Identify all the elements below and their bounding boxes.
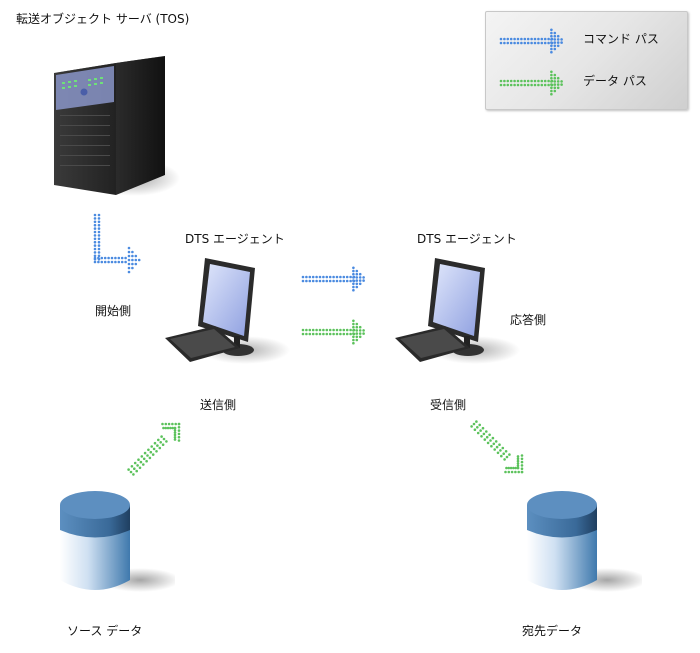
- data-path-arrow-sender-to-receiver: [300, 315, 380, 349]
- source-data-label: ソース データ: [67, 624, 143, 638]
- source-database-icon: [55, 485, 175, 605]
- sender-agent-title: DTS エージェント: [185, 232, 285, 246]
- initiator-label: 開始側: [95, 304, 132, 318]
- legend-command-path-label: コマンド パス: [583, 32, 659, 46]
- command-path-arrow-server-to-sender: [92, 212, 152, 274]
- responder-label: 応答側: [510, 313, 547, 327]
- command-path-arrow-sender-to-receiver: [300, 262, 380, 296]
- destination-database-icon: [522, 485, 642, 605]
- server-title: 転送オブジェクト サーバ (TOS): [16, 12, 190, 26]
- server-icon: [40, 30, 180, 205]
- receiver-computer-icon: [390, 250, 520, 370]
- sender-computer-icon: [160, 250, 290, 370]
- data-path-legend-arrow-icon: [498, 66, 578, 100]
- data-path-arrow-source-to-sender: [125, 418, 185, 478]
- data-path-arrow-receiver-to-dest: [468, 418, 528, 478]
- legend: コマンド パス データ パス: [485, 11, 688, 110]
- destination-data-label: 宛先データ: [522, 624, 583, 638]
- sender-role-label: 送信側: [200, 398, 237, 412]
- legend-data-path-label: データ パス: [583, 74, 647, 88]
- receiver-agent-title: DTS エージェント: [417, 232, 517, 246]
- command-path-legend-arrow-icon: [498, 24, 578, 58]
- receiver-role-label: 受信側: [430, 398, 467, 412]
